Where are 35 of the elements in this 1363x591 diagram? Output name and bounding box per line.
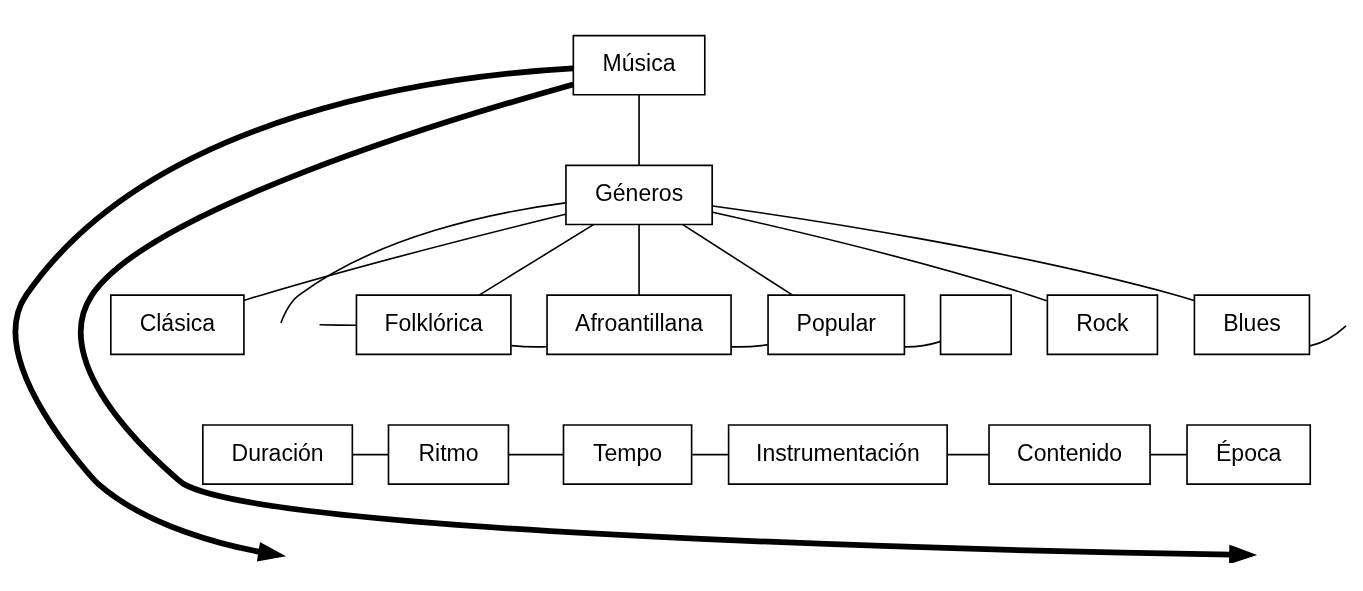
- connector: [682, 223, 794, 296]
- node-box: Clásica: [110, 293, 245, 355]
- connector: [280, 201, 567, 324]
- connector: [946, 453, 990, 455]
- connector: [1309, 324, 1347, 347]
- node-box: Contenido: [988, 423, 1151, 485]
- arrow: [78, 81, 1258, 563]
- connector: [730, 343, 769, 348]
- node-box: Ritmo: [387, 423, 510, 485]
- node-box: Instrumentación: [727, 423, 948, 485]
- node-box: [939, 293, 1013, 355]
- connector: [691, 453, 730, 455]
- node-box: Afroantillana: [546, 293, 732, 355]
- connector: [478, 223, 595, 296]
- node-box: Tempo: [562, 423, 693, 485]
- node-box: Rock: [1046, 293, 1159, 355]
- connector: [711, 204, 1195, 301]
- connector: [510, 344, 548, 348]
- connector: [903, 340, 941, 348]
- connector: [638, 223, 640, 296]
- connector: [1149, 453, 1188, 455]
- node-box: Época: [1186, 423, 1312, 485]
- node-box: Popular: [767, 293, 906, 355]
- node-box: Blues: [1193, 293, 1311, 355]
- connector: [351, 453, 390, 455]
- arrow: [13, 65, 574, 561]
- node-box: Duración: [202, 423, 354, 485]
- connector: [638, 93, 640, 166]
- node-box: Música: [572, 34, 706, 96]
- node-box: Géneros: [565, 164, 713, 225]
- connector: [318, 323, 357, 326]
- connector: [243, 212, 567, 301]
- connector: [711, 211, 1048, 302]
- connector: [507, 453, 565, 455]
- node-box: Folklórica: [355, 293, 512, 355]
